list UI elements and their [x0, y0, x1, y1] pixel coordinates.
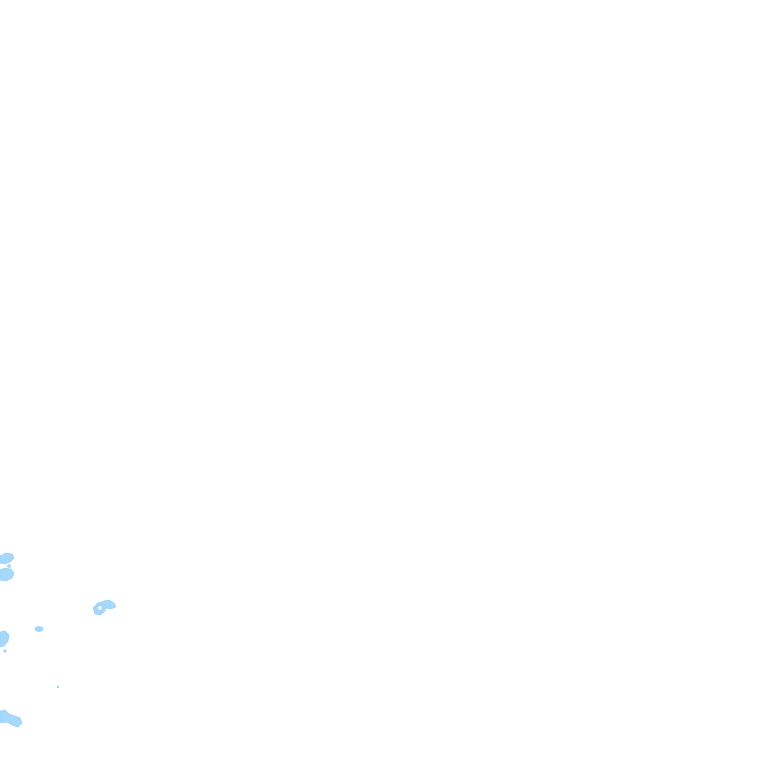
water-patch-3 [34, 626, 44, 632]
water-patch-6 [56, 685, 60, 689]
water-patch-5 [0, 709, 23, 728]
water-patch-1 [0, 552, 15, 582]
water-patch-2 [92, 599, 117, 616]
water-patch-4 [0, 630, 10, 653]
